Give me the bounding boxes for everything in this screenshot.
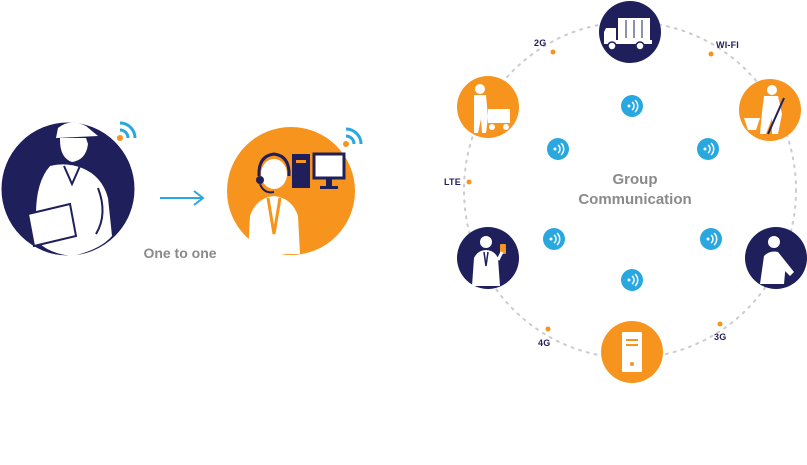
worker-with-spade-node [739,79,801,141]
signal-bubble-icon [543,228,565,250]
signal-bubble-icon [547,138,569,160]
signal-bubble-icon [621,269,643,291]
signal-bubble-icon [621,95,643,117]
network-dot [550,49,556,55]
server-tower-node [601,321,663,383]
wifi-signal-icon [343,127,363,147]
signal-bubble-icon [700,228,722,250]
field-worker-node [745,227,807,289]
one-to-one-label: One to one [143,245,217,261]
wifi-signal-icon [117,121,137,141]
network-label-3g: 3G [714,332,727,342]
network-label-2g: 2G [534,38,547,48]
network-label-lte: LTE [444,177,461,187]
network-dot [545,326,551,332]
network-dot [717,321,723,327]
network-label-4g: 4G [538,338,551,348]
network-label-wifi: WI-FI [716,40,739,50]
dispatcher-with-headset-icon [227,127,355,255]
network-dot [466,179,472,185]
truck-node [599,1,661,63]
group-communication-label: Group Communication [578,171,692,208]
worker-with-cart-node [457,76,519,138]
network-dot [708,51,714,57]
field-worker-with-tablet-icon [1,122,135,256]
businessman-with-phone-node [457,227,519,289]
arrow-right-icon [160,190,205,206]
signal-bubble-icon [697,138,719,160]
